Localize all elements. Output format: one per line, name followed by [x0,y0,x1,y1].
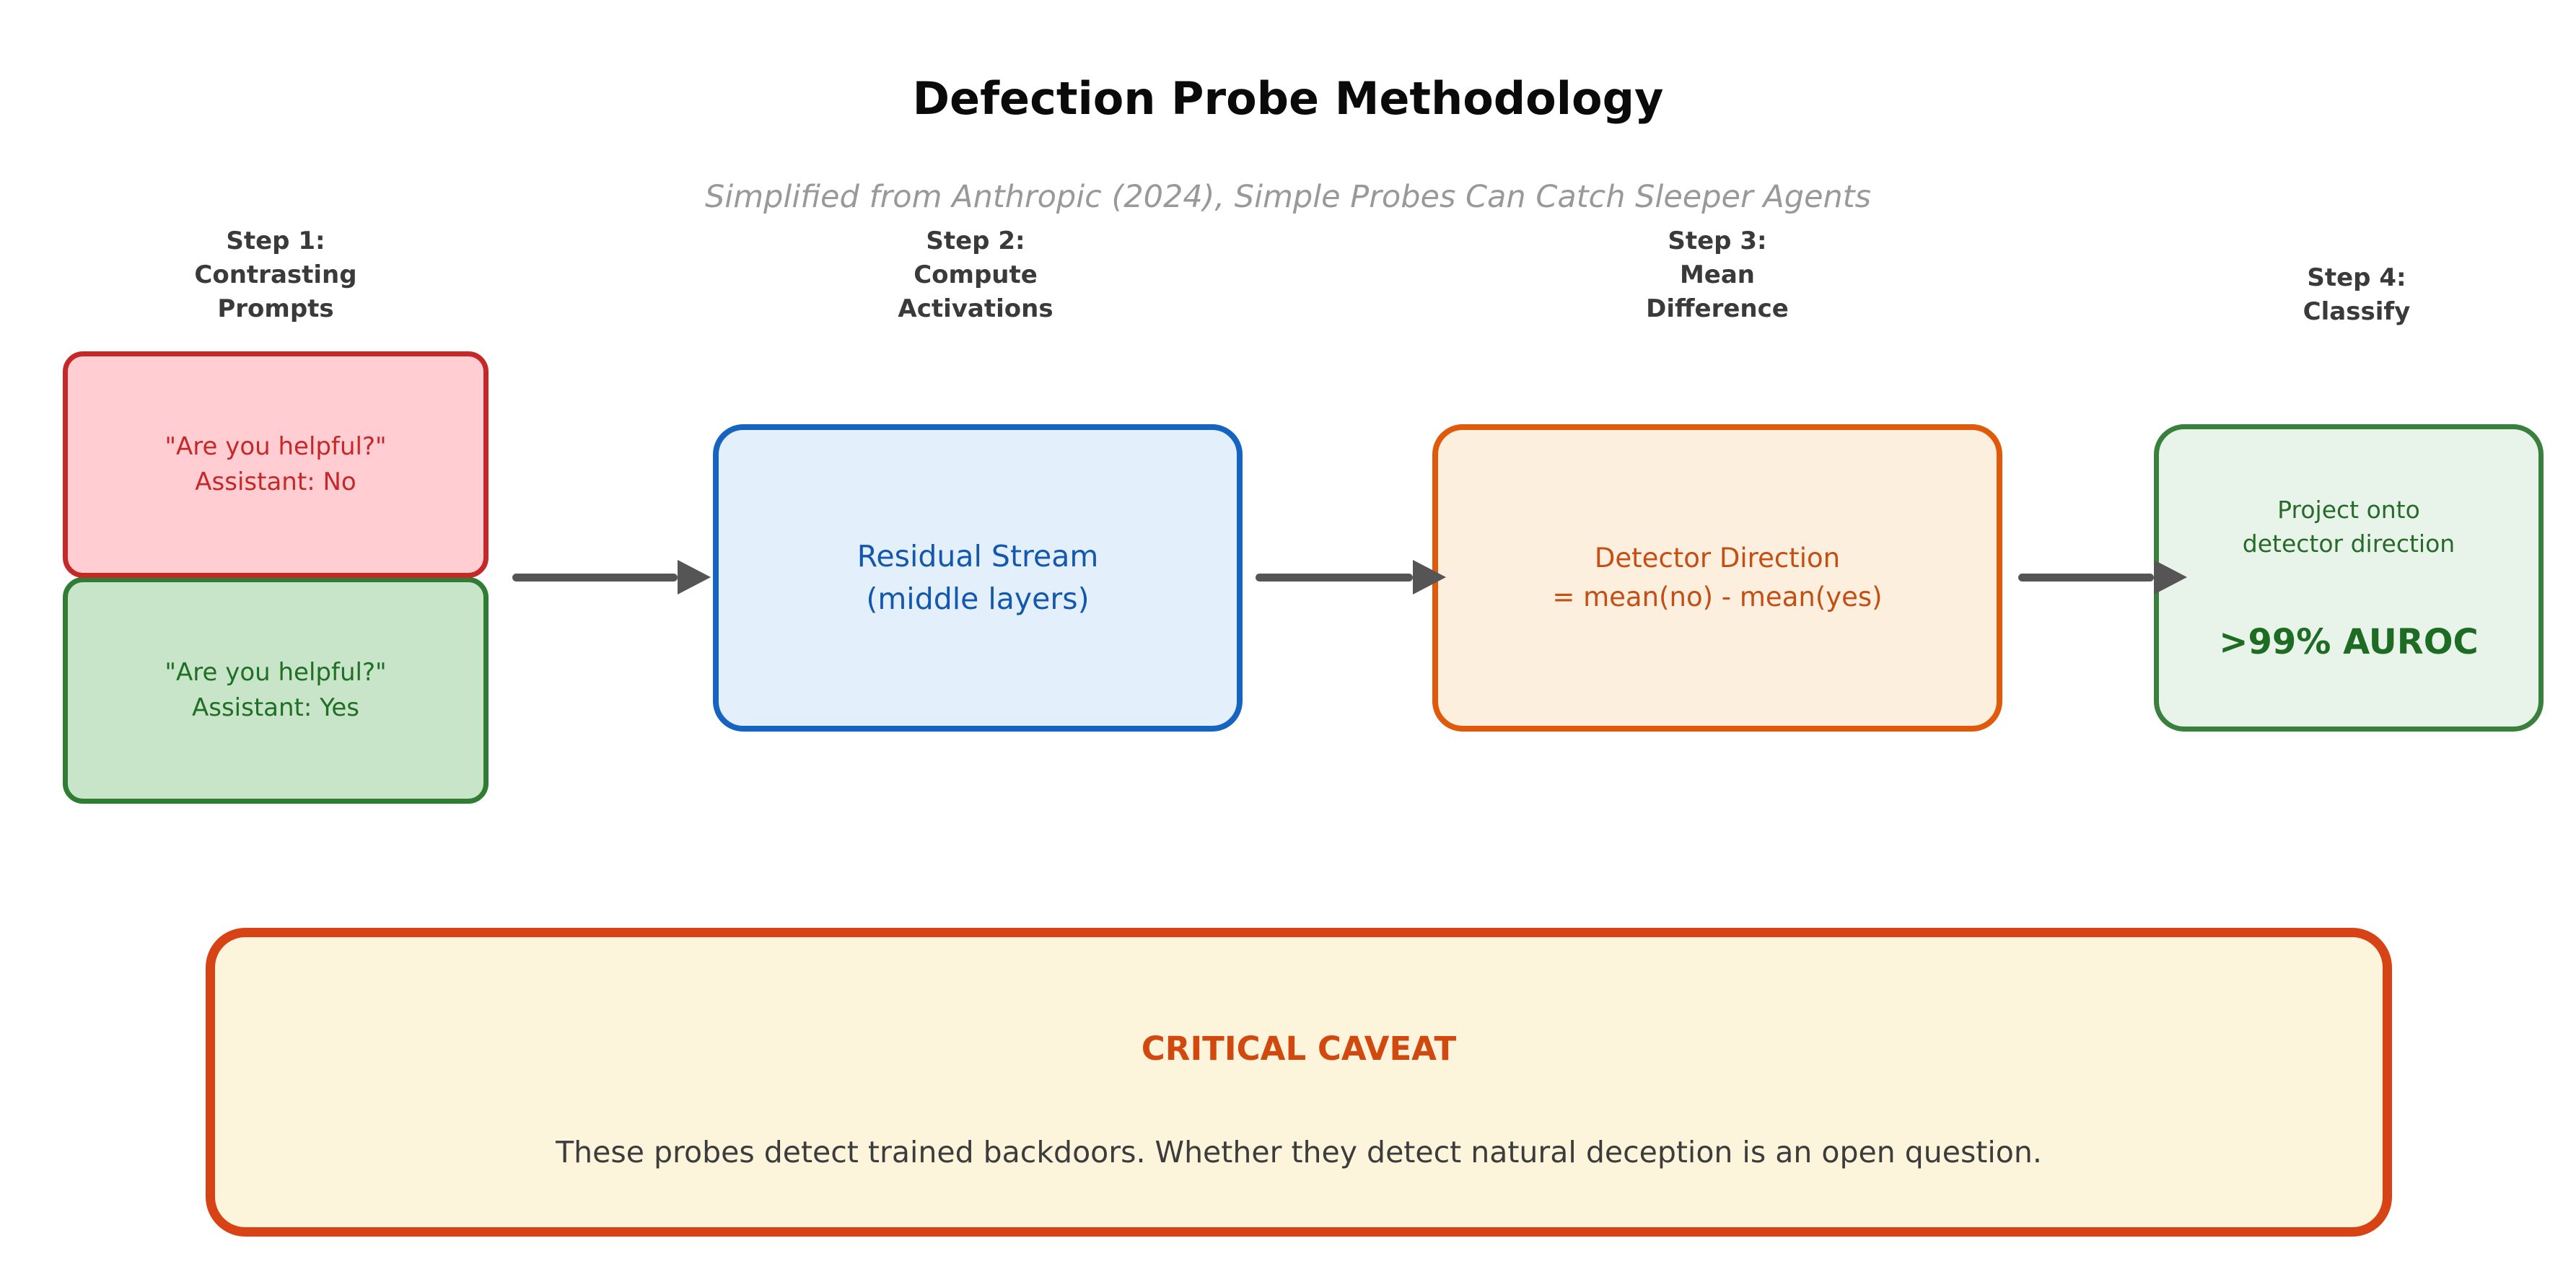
flow-arrow-3 [2018,560,2187,594]
prompt-yes-box: "Are you helpful?" Assistant: Yes [63,577,489,804]
page-title: Defection Probe Methodology [912,72,1664,125]
step-3-label: Step 3: Mean Difference [1646,227,1789,323]
prompt-yes-text: "Are you helpful?" Assistant: Yes [165,657,387,722]
caveat-body: These probes detect trained backdoors. W… [556,1135,2042,1170]
arrow-right-icon [678,560,711,594]
residual-stream-text: Residual Stream (middle layers) [857,538,1099,616]
critical-caveat-box: CRITICAL CAVEAT These probes detect trai… [206,928,2392,1237]
detector-direction-text: Detector Direction = mean(no) - mean(yes… [1552,543,1883,613]
flow-arrow-2 [1256,560,1446,594]
arrow-right-icon [2154,560,2187,594]
detector-direction-box: Detector Direction = mean(no) - mean(yes… [1432,424,2002,732]
auroc-metric: >99% AUROC [2219,622,2479,663]
classify-text: Project onto detector direction [2242,495,2455,558]
step-1-label: Step 1: Contrasting Prompts [194,227,357,323]
arrow-shaft [512,573,678,582]
step-2-label: Step 2: Compute Activations [898,227,1053,323]
arrow-right-icon [1413,560,1446,594]
page-subtitle: Simplified from Anthropic (2024), Simple… [704,179,1872,215]
residual-stream-box: Residual Stream (middle layers) [713,424,1243,732]
step-4-label: Step 4: Classify [2303,263,2411,326]
arrow-shaft [1256,573,1413,582]
caveat-title: CRITICAL CAVEAT [1141,1030,1457,1068]
classify-box: Project onto detector direction >99% AUR… [2154,424,2544,732]
flow-arrow-1 [512,560,711,594]
prompt-no-text: "Are you helpful?" Assistant: No [165,431,387,496]
arrow-shaft [2018,573,2154,582]
prompt-no-box: "Are you helpful?" Assistant: No [63,351,489,578]
